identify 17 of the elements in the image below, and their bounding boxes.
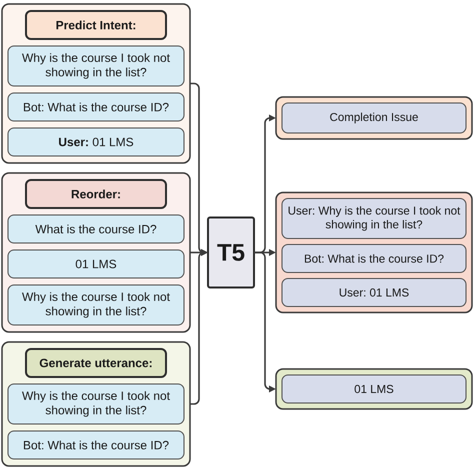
- output-box: User: 01 LMS: [282, 278, 466, 307]
- task-header: Generate utterance:: [25, 348, 167, 378]
- utterance-box: User: 01 LMS: [8, 128, 184, 156]
- utterance-box: What is the course ID?: [8, 214, 184, 244]
- utterance-box: Why is the course I took not showing in the list?: [8, 384, 184, 424]
- utterance-box: Bot: What is the course ID?: [8, 92, 184, 122]
- model-box: T5: [207, 216, 255, 288]
- utterance-box: Bot: What is the course ID?: [8, 430, 184, 460]
- utterance-box: Why is the course I took not showing in the list?: [8, 46, 184, 86]
- output-box: 01 LMS: [282, 374, 466, 404]
- output-box: Bot: What is the course ID?: [282, 244, 466, 273]
- task-header: Reorder:: [25, 179, 167, 209]
- utterance-box: 01 LMS: [8, 250, 184, 278]
- output-box: User: Why is the course I took not showing in the list?: [282, 198, 466, 239]
- task-header: Predict Intent:: [25, 10, 167, 40]
- utterance-box: Why is the course I took not showing in the list?: [8, 284, 184, 326]
- output-box: Completion Issue: [282, 102, 466, 134]
